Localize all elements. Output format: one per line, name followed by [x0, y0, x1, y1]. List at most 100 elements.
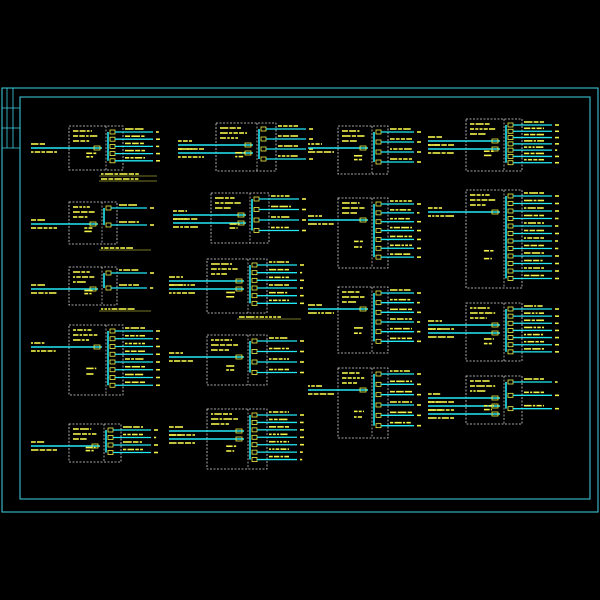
outgoing-circuit: [251, 276, 304, 283]
main-breaker-symbol: [491, 138, 499, 144]
main-breaker-symbol: [491, 322, 499, 328]
main-breaker-symbol: [235, 286, 243, 292]
panel-p6: [178, 122, 313, 172]
outgoing-circuit: [109, 365, 160, 373]
outgoing-circuit: [507, 127, 559, 134]
panel-p10: [169, 408, 304, 470]
main-breaker-symbol: [237, 220, 245, 226]
outgoing-circuit: [507, 146, 558, 153]
outgoing-circuit: [375, 235, 421, 242]
outgoing-circuit: [251, 291, 304, 299]
panel-p14: [308, 367, 421, 439]
panel-p18: [428, 375, 559, 425]
outgoing-circuit: [375, 390, 421, 398]
outgoing-circuit: [507, 207, 559, 214]
main-breaker-symbol: [235, 354, 243, 360]
panel-p8: [169, 258, 304, 320]
outgoing-circuit: [375, 380, 421, 387]
outgoing-circuit: [375, 370, 421, 377]
outgoing-circuit: [251, 440, 304, 448]
panel-enclosure: [337, 125, 389, 175]
main-breaker-symbol: [235, 278, 243, 284]
outgoing-circuit: [251, 284, 304, 291]
outgoing-circuit: [107, 426, 158, 433]
panel-enclosure: [337, 286, 389, 354]
main-breaker-symbol: [359, 387, 367, 393]
outgoing-circuit: [107, 448, 158, 455]
outgoing-circuit: [105, 221, 154, 228]
inner-border: [19, 96, 591, 500]
outgoing-circuit: [107, 433, 157, 440]
panel-p11: [308, 125, 421, 175]
panel-p15: [428, 118, 559, 172]
outgoing-circuit: [251, 448, 303, 455]
outgoing-circuit: [251, 261, 304, 268]
outgoing-circuit: [507, 121, 559, 128]
outgoing-circuit: [109, 142, 160, 149]
outgoing-circuit: [507, 222, 559, 229]
outgoing-circuit: [109, 128, 159, 135]
outgoing-circuit: [507, 252, 559, 259]
main-breaker-symbol: [235, 428, 243, 434]
outgoing-circuit: [251, 347, 304, 354]
outgoing-circuit: [507, 348, 559, 355]
outgoing-circuit: [253, 195, 306, 202]
outgoing-circuit: [375, 226, 421, 233]
outgoing-circuit: [507, 274, 559, 281]
outgoing-circuit: [251, 455, 303, 462]
outgoing-circuit: [105, 284, 154, 291]
main-breaker-symbol: [491, 395, 499, 401]
panel-enclosure: [337, 367, 389, 439]
outgoing-circuit: [507, 267, 559, 274]
outgoing-circuit: [251, 418, 304, 425]
panel-enclosure: [68, 324, 124, 396]
outgoing-circuit: [109, 334, 159, 342]
outgoing-circuit: [253, 226, 306, 233]
panel-p1: [31, 125, 160, 182]
main-breaker-symbol: [359, 217, 367, 223]
outgoing-circuit: [109, 135, 160, 142]
main-breaker-symbol: [244, 142, 252, 148]
outgoing-circuit: [507, 152, 559, 159]
outgoing-circuit: [375, 411, 421, 418]
outgoing-circuit: [507, 259, 559, 266]
outgoing-circuit: [375, 138, 421, 145]
outgoing-circuit: [109, 358, 160, 365]
main-breaker-symbol: [93, 145, 101, 151]
outgoing-circuit: [507, 133, 559, 140]
main-breaker-symbol: [359, 306, 367, 312]
outgoing-circuit: [251, 426, 304, 433]
outgoing-circuit: [251, 337, 304, 344]
outgoing-circuit: [251, 299, 304, 306]
outgoing-circuit: [375, 128, 421, 135]
outgoing-circuit: [375, 318, 421, 325]
outgoing-circuit: [375, 337, 421, 344]
outgoing-circuit: [260, 135, 313, 142]
outgoing-circuit: [507, 214, 559, 221]
panel-enclosure: [465, 118, 523, 172]
outgoing-circuit: [507, 140, 559, 147]
outgoing-circuit: [251, 268, 303, 276]
outgoing-circuit: [109, 342, 160, 349]
panel-p13: [308, 286, 421, 354]
drawing-frame: [1, 87, 599, 513]
main-breaker-symbol: [491, 146, 499, 152]
outgoing-circuit: [109, 149, 160, 157]
outgoing-circuit: [507, 319, 559, 326]
main-breaker-symbol: [235, 436, 243, 442]
main-breaker-symbol: [491, 330, 499, 336]
outgoing-circuit: [375, 289, 421, 296]
outgoing-circuit: [251, 411, 304, 418]
outgoing-circuit: [253, 216, 306, 223]
outgoing-circuit: [260, 155, 313, 162]
outer-border: [1, 87, 599, 513]
panel-p17: [428, 302, 559, 362]
main-breaker-symbol: [491, 209, 499, 215]
outgoing-circuit: [507, 237, 559, 244]
panel-enclosure: [465, 375, 523, 425]
outgoing-circuit: [251, 433, 304, 440]
outgoing-circuit: [507, 340, 559, 348]
outgoing-circuit: [507, 391, 559, 398]
